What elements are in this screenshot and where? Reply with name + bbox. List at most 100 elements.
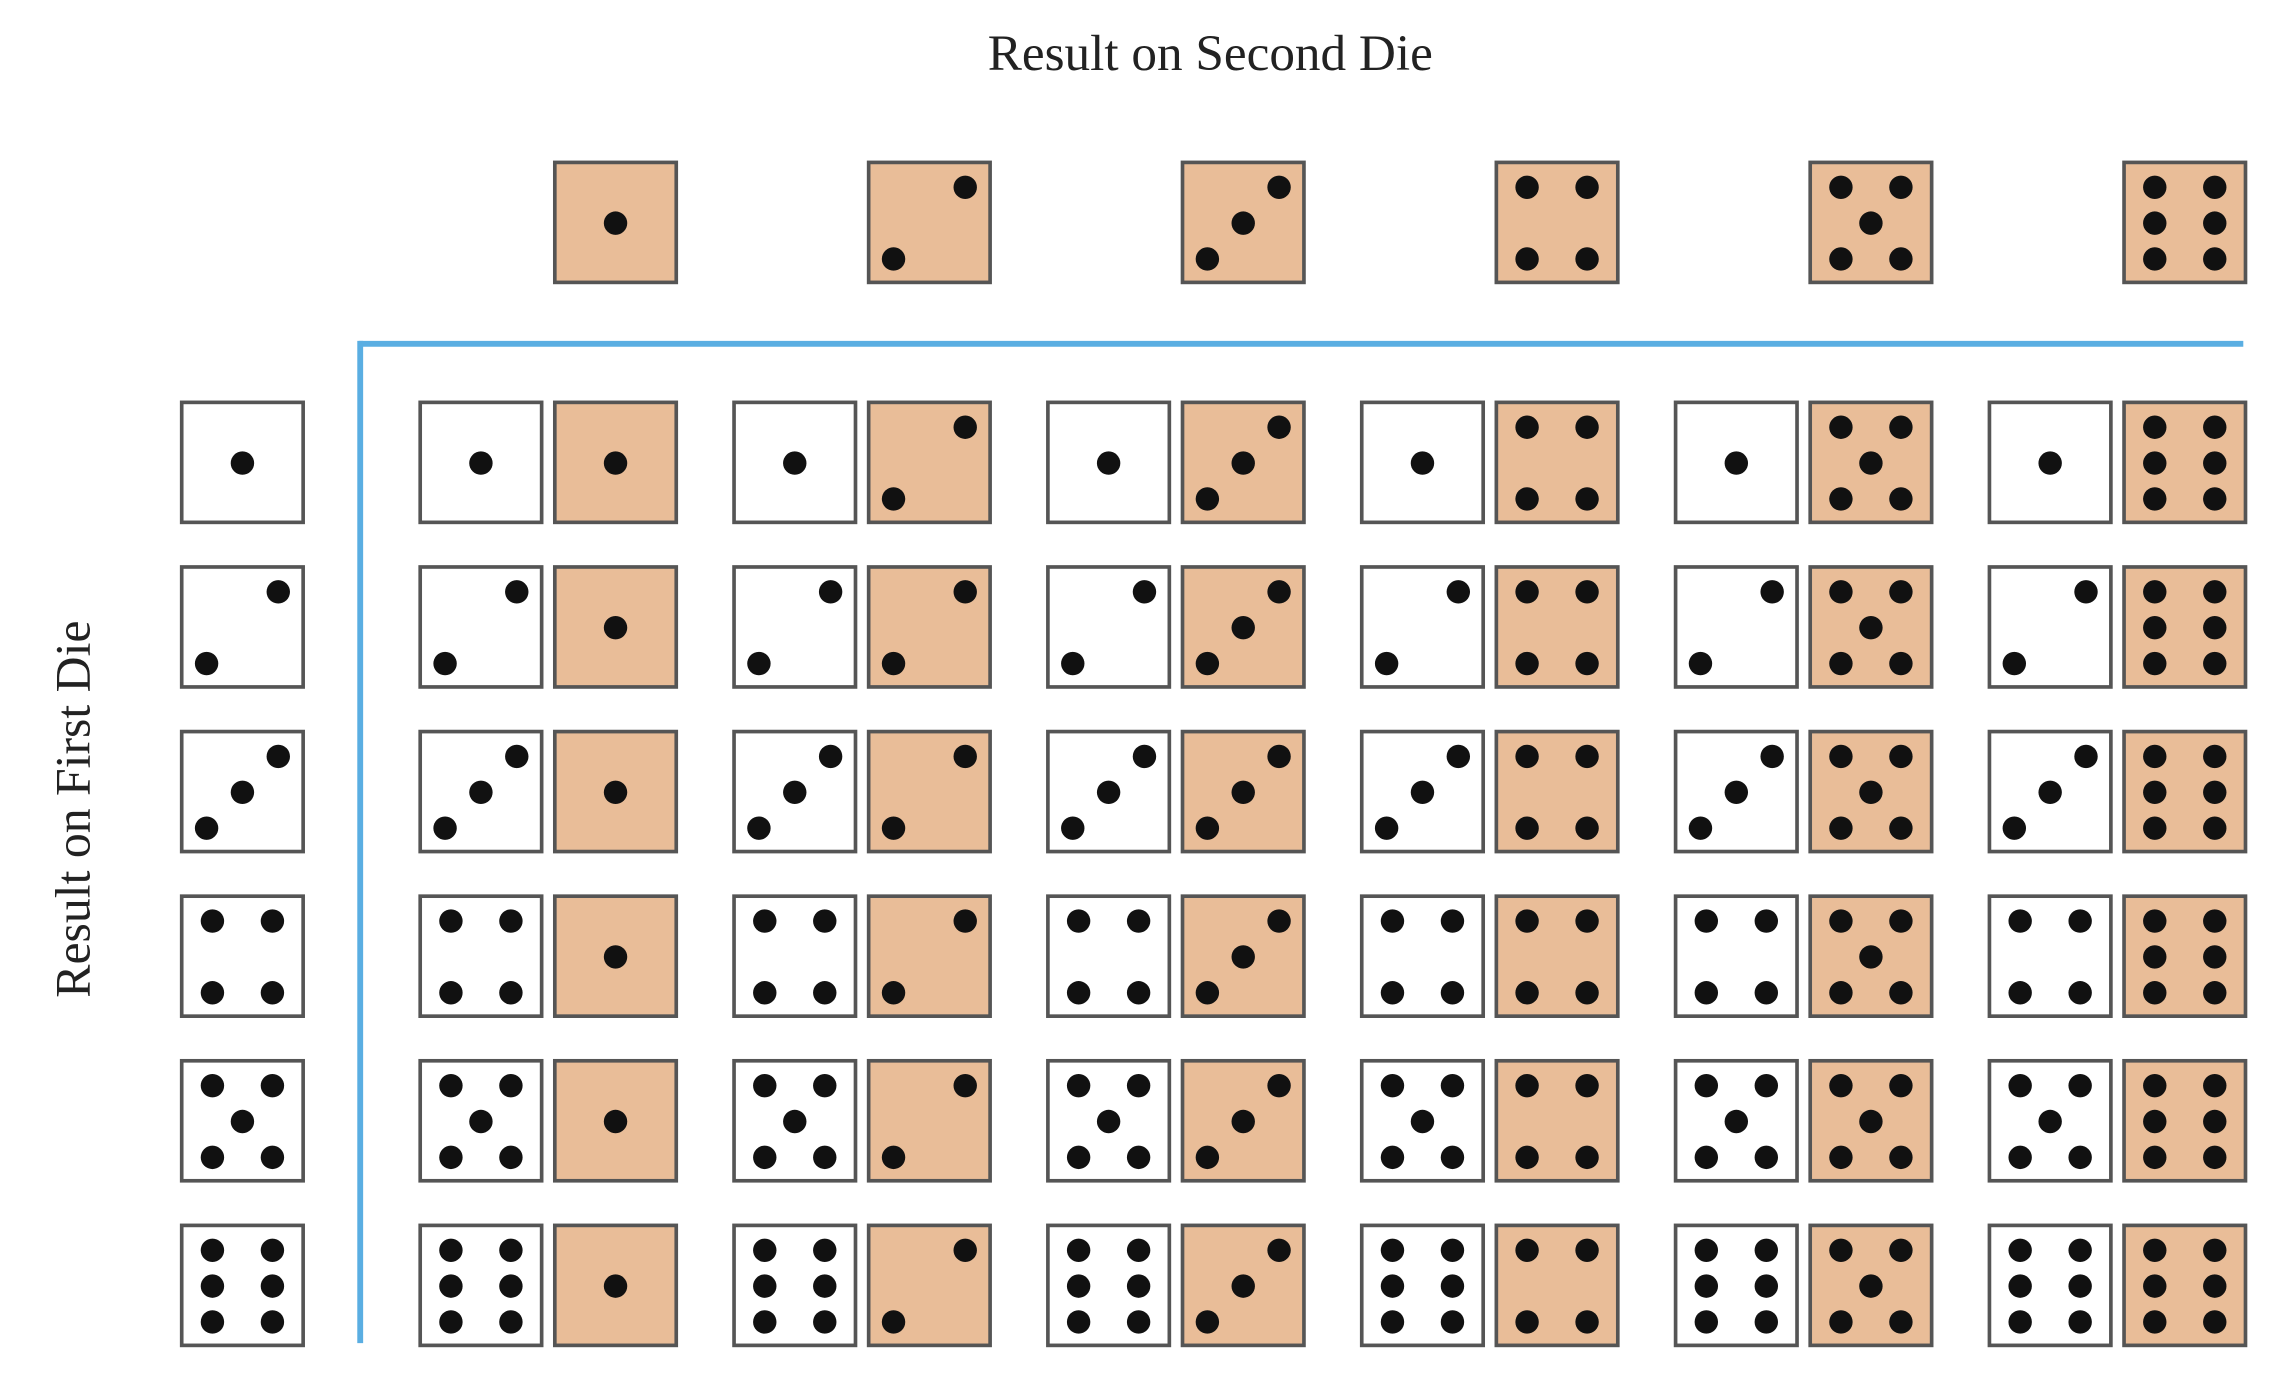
die-pip <box>194 816 219 840</box>
die-pip <box>1859 615 1883 640</box>
die-pip <box>2143 651 2167 676</box>
die-pip <box>1829 247 1853 271</box>
die-pip <box>1126 1310 1151 1334</box>
die-pip <box>1267 1238 1291 1262</box>
die-pip <box>260 1238 285 1262</box>
die-pip <box>1829 415 1853 439</box>
die-pip <box>1066 1145 1091 1170</box>
die-pip <box>881 651 906 676</box>
die-pip <box>1724 1109 1749 1134</box>
die-pip <box>2203 744 2227 769</box>
die-pip <box>1267 580 1291 604</box>
die-pip <box>1760 744 1784 769</box>
die-pip <box>1195 1310 1220 1334</box>
die-pip <box>1440 1238 1465 1262</box>
die-pip <box>753 1274 777 1298</box>
die-face <box>2122 400 2248 525</box>
outcome-6-1-second-die <box>552 1223 679 1348</box>
outcome-1-1-first-die <box>418 400 544 525</box>
die-pip <box>499 1310 523 1334</box>
die-pip <box>1440 909 1465 933</box>
outcome-2-5-second-die <box>1808 565 1934 689</box>
die-pip <box>1515 981 1539 1005</box>
die-pip <box>603 211 628 235</box>
die-pip <box>2203 615 2227 640</box>
die-pip <box>2068 1073 2092 1098</box>
die-pip <box>1446 744 1471 769</box>
die-pip <box>1374 816 1399 840</box>
die-pip <box>1380 1274 1405 1298</box>
die-pip <box>813 1073 837 1098</box>
outcome-1-1-second-die <box>552 400 679 525</box>
die-pip <box>2068 1274 2092 1298</box>
die-pip <box>1515 1073 1539 1098</box>
dice-grid <box>179 160 2248 1348</box>
die-pip <box>1126 1145 1151 1170</box>
die-pip <box>2143 1145 2167 1170</box>
outcome-3-3-first-die <box>1046 729 1172 854</box>
die-pip <box>266 580 290 604</box>
die-pip <box>1754 909 1779 933</box>
die-pip <box>2203 1238 2227 1262</box>
die-pip <box>200 1238 225 1262</box>
die-pip <box>2203 580 2227 604</box>
die-pip <box>1760 580 1784 604</box>
outcome-2-1-first-die <box>418 565 544 689</box>
die-face <box>418 1223 544 1348</box>
die-pip <box>1126 1073 1151 1098</box>
die-pip <box>1859 1109 1883 1134</box>
die-pip <box>1440 1145 1465 1170</box>
header-second-die-4 <box>1494 160 1620 285</box>
die-pip <box>1724 780 1749 805</box>
die-pip <box>2203 211 2227 235</box>
die-pip <box>1575 744 1599 769</box>
die-pip <box>2038 780 2062 805</box>
die-pip <box>1889 1145 1913 1170</box>
outcome-3-5-second-die <box>1808 729 1934 854</box>
die-pip <box>2008 981 2032 1005</box>
die-pip <box>1859 1274 1883 1298</box>
row-header-first-die-6 <box>179 1223 305 1348</box>
die-face <box>1673 1223 1799 1348</box>
outcome-1-4-first-die <box>1359 400 1486 525</box>
die-pip <box>2203 1145 2227 1170</box>
die-pip <box>2068 981 2092 1005</box>
outcome-6-6-first-die <box>1987 1223 2113 1348</box>
outcome-5-6-second-die <box>2122 1058 2248 1183</box>
outcome-6-2-second-die <box>866 1223 992 1348</box>
die-face <box>2122 729 2248 854</box>
die-pip <box>603 1109 628 1134</box>
die-pip <box>2143 1238 2167 1262</box>
die-face <box>2122 894 2248 1018</box>
row-header-first-die-4 <box>179 894 305 1018</box>
row-header-first-die-3 <box>179 729 305 854</box>
die-pip <box>2143 487 2167 511</box>
die-face <box>1359 1223 1486 1348</box>
outcome-6-1-first-die <box>418 1223 544 1348</box>
die-pip <box>1694 1145 1719 1170</box>
die-pip <box>2008 1274 2032 1298</box>
die-pip <box>1515 909 1539 933</box>
die-pip <box>1440 1310 1465 1334</box>
die-pip <box>1889 651 1913 676</box>
die-pip <box>818 744 843 769</box>
die-pip <box>266 744 290 769</box>
die-pip <box>1859 211 1883 235</box>
die-pip <box>1829 651 1853 676</box>
die-pip <box>953 415 977 439</box>
die-pip <box>1380 1145 1405 1170</box>
die-face <box>1494 565 1620 689</box>
die-pip <box>1829 175 1853 199</box>
die-face <box>1987 1223 2113 1348</box>
outcome-5-4-second-die <box>1494 1058 1620 1183</box>
outcome-5-2-second-die <box>866 1058 992 1183</box>
outcome-6-5-first-die <box>1673 1223 1799 1348</box>
die-pip <box>2143 1073 2167 1098</box>
die-pip <box>1515 1310 1539 1334</box>
die-pip <box>1267 415 1291 439</box>
outcome-1-6-second-die <box>2122 400 2248 525</box>
die-pip <box>1694 1274 1719 1298</box>
die-pip <box>881 1145 906 1170</box>
die-pip <box>2203 1109 2227 1134</box>
